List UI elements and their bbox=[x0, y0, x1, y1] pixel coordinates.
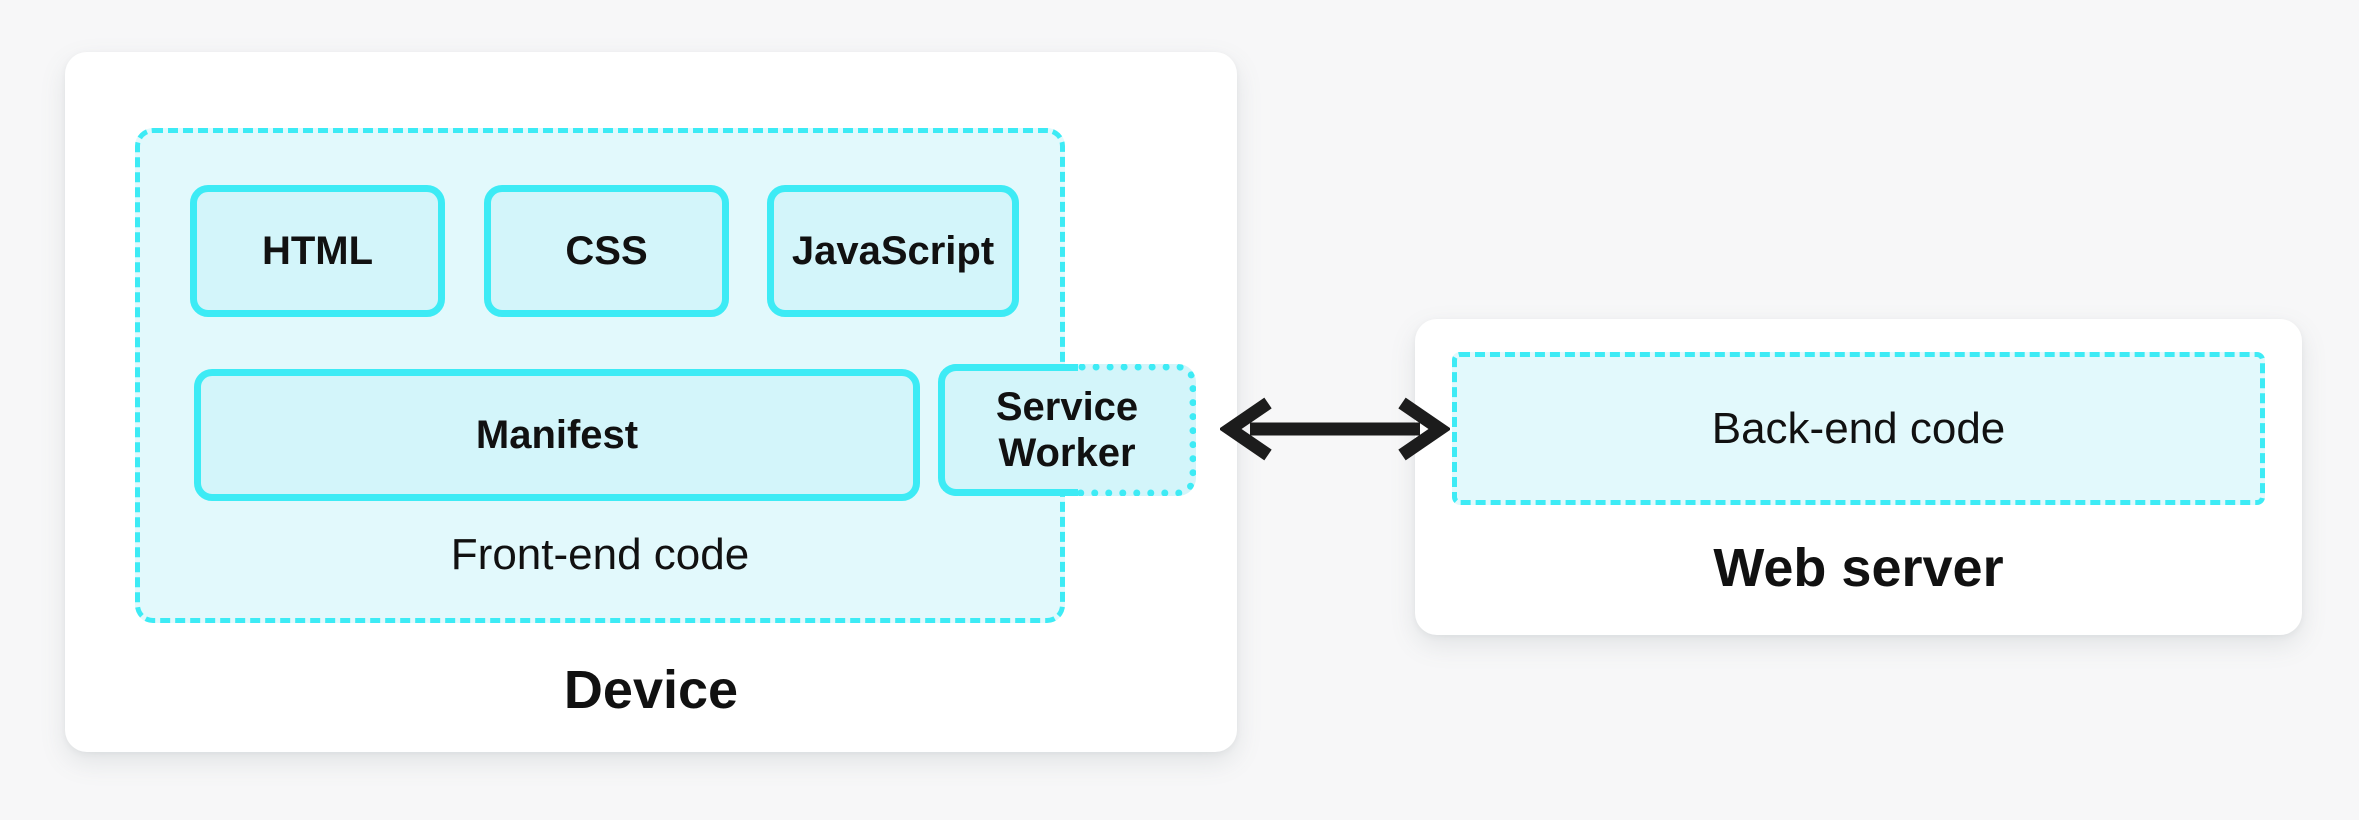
html-box: HTML bbox=[190, 185, 445, 317]
web-server-card: Back-end code Web server bbox=[1415, 319, 2302, 635]
web-server-caption: Web server bbox=[1713, 538, 2004, 598]
service-worker-box: Service Worker bbox=[938, 364, 1196, 496]
device-server-arrow bbox=[1218, 394, 1452, 464]
css-box-label: CSS bbox=[565, 229, 648, 273]
backend-code-panel: Back-end code bbox=[1452, 352, 2265, 505]
manifest-box-label: Manifest bbox=[475, 413, 639, 457]
double-arrow-icon bbox=[1218, 397, 1452, 461]
manifest-box: Manifest bbox=[194, 369, 920, 501]
javascript-box: JavaScript bbox=[767, 185, 1019, 317]
css-box: CSS bbox=[484, 185, 729, 317]
device-card: HTML CSS JavaScript Manifest Front-end c… bbox=[65, 52, 1237, 752]
javascript-box-label: JavaScript bbox=[791, 229, 995, 273]
backend-code-caption: Back-end code bbox=[1711, 403, 2006, 453]
service-worker-solid-border bbox=[938, 364, 1078, 496]
html-box-label: HTML bbox=[261, 229, 374, 273]
frontend-code-caption: Front-end code bbox=[450, 530, 750, 579]
service-worker-label: Service Worker bbox=[995, 385, 1139, 475]
frontend-code-panel: HTML CSS JavaScript Manifest Front-end c… bbox=[135, 128, 1065, 623]
device-caption: Device bbox=[563, 660, 739, 720]
